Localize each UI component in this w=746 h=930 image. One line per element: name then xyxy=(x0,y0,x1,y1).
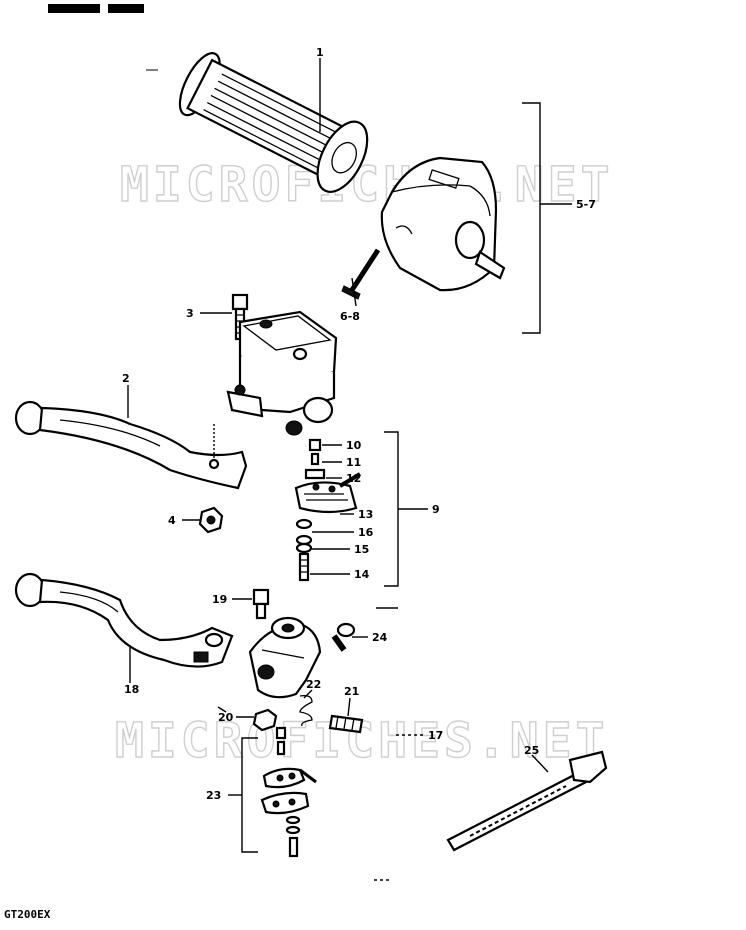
header-fragment xyxy=(48,4,144,13)
callout-4: 4 xyxy=(168,514,176,527)
bolt-19-drawing xyxy=(252,588,270,620)
callout-5-7: 5-7 xyxy=(576,198,596,211)
callout-1: 1 xyxy=(316,46,324,59)
callout-3: 3 xyxy=(186,307,194,320)
callout-9: 9 xyxy=(432,503,440,516)
callout-labels: 1 5-7 6-8 3 2 4 9 10 11 12 13 16 15 14 1… xyxy=(122,46,596,802)
callout-23: 23 xyxy=(206,789,221,802)
callout-19: 19 xyxy=(212,593,227,606)
clutch-lever-18-drawing xyxy=(14,572,234,668)
clutch-switch-23-drawing xyxy=(260,726,317,858)
callout-6-8: 6-8 xyxy=(340,310,360,323)
clutch-bracket-drawing xyxy=(248,616,322,699)
switch-housing-drawing xyxy=(380,156,506,292)
callout-24: 24 xyxy=(372,631,388,644)
nut-20-drawing xyxy=(252,708,278,732)
spring-22-drawing xyxy=(299,694,313,727)
cable-tie-25-drawing xyxy=(446,750,608,852)
screw-6-8-drawing xyxy=(341,248,381,300)
callout-18: 18 xyxy=(124,683,139,696)
model-code: GT200EX xyxy=(4,908,51,921)
callout-2: 2 xyxy=(122,372,130,385)
callout-12: 12 xyxy=(346,472,361,485)
screw-24-drawing xyxy=(331,622,356,652)
leader-lines xyxy=(127,58,572,853)
callout-25: 25 xyxy=(524,744,539,757)
callout-11: 11 xyxy=(346,456,361,469)
callout-17: 17 xyxy=(428,729,443,742)
master-cylinder-drawing xyxy=(226,310,338,436)
brake-lever-2-drawing xyxy=(14,400,248,490)
brake-switch-9-drawing xyxy=(294,438,362,582)
callout-15: 15 xyxy=(354,543,369,556)
stray-marks xyxy=(146,69,390,881)
adjuster-21-drawing xyxy=(328,714,364,734)
callout-16: 16 xyxy=(358,526,374,539)
callout-10: 10 xyxy=(346,439,362,452)
nut-4-drawing xyxy=(198,506,224,534)
watermark-top: MICROFICHES.NET xyxy=(120,157,613,213)
callout-14: 14 xyxy=(354,568,370,581)
callout-22: 22 xyxy=(306,678,321,691)
callout-21: 21 xyxy=(344,685,359,698)
callout-13: 13 xyxy=(358,508,373,521)
throttle-grip-drawing xyxy=(178,52,369,193)
callout-20: 20 xyxy=(218,711,234,724)
